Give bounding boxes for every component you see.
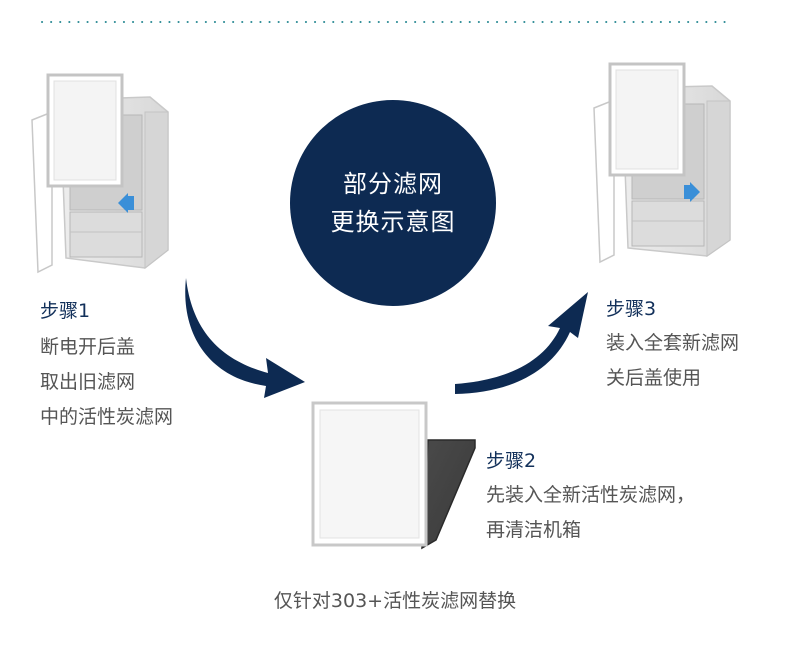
step1-title: 步骤1	[40, 300, 91, 322]
step1-body: 断电开后盖 取出旧滤网 中的活性炭滤网	[40, 330, 173, 435]
step3-body: 装入全套新滤网 关后盖使用	[606, 326, 739, 396]
arrow-right-icon	[690, 182, 700, 202]
center-title-line2: 更换示意图	[330, 208, 456, 236]
curved-arrow-down	[185, 278, 305, 398]
step1-line: 取出旧滤网	[40, 371, 136, 393]
step2-title: 步骤2	[486, 450, 537, 472]
caption: 仅针对303+活性炭滤网替换	[273, 590, 517, 612]
filters-step2	[311, 401, 476, 550]
step3-line: 关后盖使用	[606, 367, 702, 389]
center-title-circle: 部分滤网 更换示意图	[290, 100, 496, 306]
curved-arrow-up	[455, 292, 588, 394]
step2-body: 先装入全新活性炭滤网， 再清洁机箱	[486, 478, 695, 548]
step1-line: 断电开后盖	[40, 336, 136, 358]
arrow-left-icon	[118, 193, 128, 213]
center-title-line1: 部分滤网	[343, 170, 443, 198]
step2-line: 再清洁机箱	[486, 519, 582, 541]
step1-line: 中的活性炭滤网	[40, 406, 174, 428]
purifier-step1	[31, 73, 169, 274]
purifier-step3	[593, 62, 731, 264]
step2-line: 先装入全新活性炭滤网，	[486, 484, 696, 506]
step3-title: 步骤3	[606, 298, 657, 320]
step3-line: 装入全套新滤网	[606, 332, 740, 354]
